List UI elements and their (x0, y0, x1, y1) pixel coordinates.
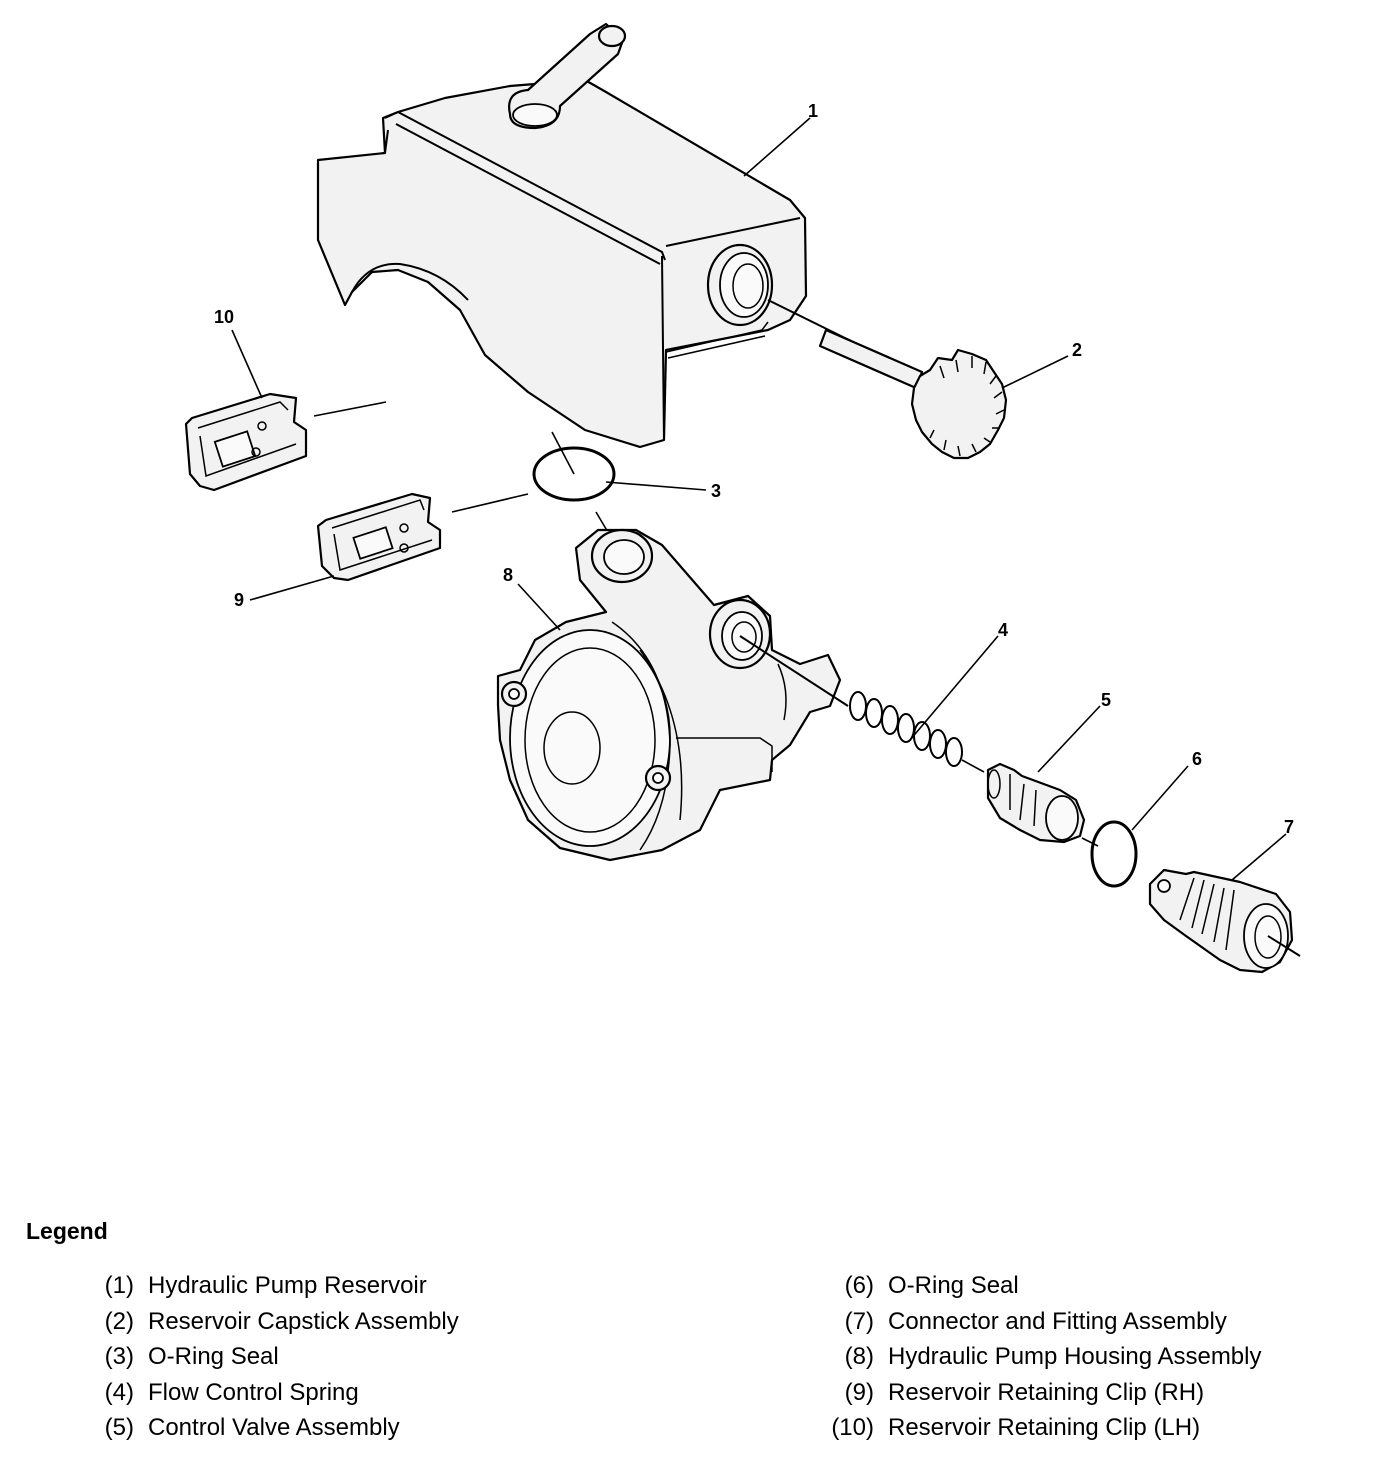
callout-7: 7 (1284, 817, 1294, 837)
callout-2: 2 (1072, 340, 1082, 360)
legend-item: (1) Hydraulic Pump Reservoir (82, 1268, 459, 1304)
legend-item-label: Reservoir Retaining Clip (LH) (888, 1414, 1201, 1441)
reservoir-retaining-clip-rh (316, 492, 529, 582)
legend-item-number: (5) (104, 1414, 134, 1441)
legend-item-label: Flow Control Spring (148, 1378, 359, 1406)
callout-6: 6 (1192, 749, 1202, 769)
legend-item-number: (2) (104, 1307, 134, 1335)
callout-5: 5 (1101, 690, 1111, 710)
connector-and-fitting-assembly (1148, 868, 1301, 974)
legend-item-number: (9) (844, 1378, 874, 1406)
legend-item: (3) O-Ring Seal (82, 1339, 459, 1375)
legend-item-label: Connector and Fitting Assembly (888, 1307, 1227, 1335)
reservoir-capstick-assembly (767, 299, 1008, 460)
legend-item-number: (7) (844, 1307, 874, 1335)
legend-item-number: (1) (104, 1272, 134, 1299)
legend-item-label: Reservoir Retaining Clip (RH) (888, 1378, 1205, 1406)
legend-item-number: (8) (844, 1343, 874, 1370)
legend-item: (8) Hydraulic Pump Housing Assembly (818, 1339, 1262, 1375)
callout-labels: 1 2 3 4 5 6 7 8 9 10 (214, 101, 1294, 837)
legend-item: (9) Reservoir Retaining Clip (RH) (818, 1375, 1262, 1411)
hydraulic-pump-housing-assembly (496, 528, 842, 862)
legend-title: Legend (26, 1218, 108, 1244)
callout-3: 3 (711, 481, 721, 501)
legend-item: (6) O-Ring Seal (818, 1268, 1262, 1304)
callout-leaders (231, 117, 1287, 881)
legend-item-label: Hydraulic Pump Reservoir (148, 1272, 427, 1299)
callout-4: 4 (998, 620, 1008, 640)
callout-8: 8 (503, 565, 513, 585)
o-ring-seal-lower (1090, 820, 1138, 888)
legend-item-label: Reservoir Capstick Assembly (148, 1307, 459, 1335)
legend-item-number: (6) (844, 1272, 874, 1299)
legend-item: (5) Control Valve Assembly (82, 1410, 459, 1446)
legend-item-number: (4) (104, 1378, 134, 1406)
legend-item-label: O-Ring Seal (888, 1272, 1019, 1299)
legend-item: (7) Connector and Fitting Assembly (818, 1304, 1262, 1340)
legend-item-label: Control Valve Assembly (148, 1414, 400, 1441)
exploded-view-diagram: 1 2 3 4 5 6 7 8 9 10 (184, 22, 1301, 974)
legend-item-number: (3) (104, 1343, 134, 1370)
legend-item: (10) Reservoir Retaining Clip (LH) (818, 1410, 1262, 1446)
legend-list-left: (1) Hydraulic Pump Reservoir (2) Reservoir… (82, 1268, 459, 1446)
legend-item: (2) Reservoir Capstick Assembly (82, 1304, 459, 1340)
callout-1: 1 (808, 101, 818, 121)
legend-item-label: Hydraulic Pump Housing Assembly (888, 1343, 1262, 1370)
legend-list-right: (6) O-Ring Seal (7) Connector and Fitting … (818, 1268, 1262, 1446)
callout-9: 9 (234, 590, 244, 610)
legend-item: (4) Flow Control Spring (82, 1375, 459, 1411)
hydraulic-pump-reservoir (316, 22, 808, 449)
reservoir-retaining-clip-lh (184, 392, 387, 492)
callout-10: 10 (214, 307, 234, 327)
legend-item-label: O-Ring Seal (148, 1343, 279, 1370)
legend-item-number: (10) (831, 1414, 874, 1441)
control-valve-assembly (986, 762, 1099, 847)
